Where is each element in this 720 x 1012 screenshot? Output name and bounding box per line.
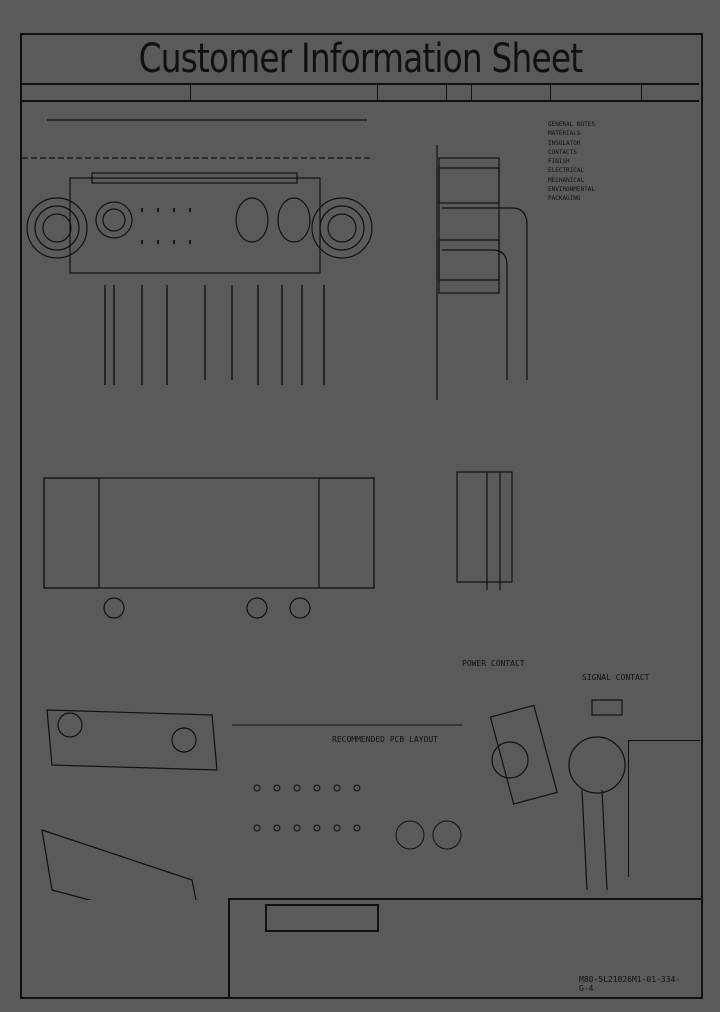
company-logo	[265, 904, 379, 932]
page-title: Customer Information Sheet	[138, 36, 583, 82]
note-line: ELECTRICAL	[548, 167, 585, 175]
pcb-layout-label: RECOMMENDED PCB LAYOUT	[332, 735, 438, 744]
connector-body-front	[69, 177, 321, 274]
info-cell	[642, 83, 699, 100]
title-bar: Customer Information Sheet	[22, 35, 699, 85]
info-cell	[191, 83, 378, 100]
title-block	[228, 898, 701, 997]
info-cell	[22, 83, 191, 100]
note-line: MECHANICAL	[548, 176, 585, 184]
jackscrew-right	[311, 197, 373, 259]
revision-table	[628, 740, 700, 877]
jackscrew-left	[26, 197, 88, 259]
info-row	[22, 83, 699, 102]
note-line: PACKAGING	[548, 195, 581, 203]
note-line: FINISH	[548, 158, 570, 166]
note-line: MATERIALS	[548, 130, 581, 138]
note-line: ENVIRONMENTAL	[548, 186, 595, 194]
signal-contact-label: SIGNAL CONTACT	[582, 673, 650, 682]
notes-block: GENERAL NOTES MATERIALS INSULATOR CONTAC…	[548, 120, 698, 204]
info-cell	[447, 83, 472, 100]
drawing-sheet	[20, 33, 703, 999]
note-line: INSULATOR	[548, 139, 581, 147]
part-number: M80-5L21026M1-01-334-G-4	[579, 975, 681, 993]
info-cell	[551, 83, 642, 100]
note-line: CONTACTS	[548, 148, 577, 156]
note-line: GENERAL NOTES	[548, 121, 595, 128]
power-contact-label: POWER CONTACT	[462, 659, 525, 668]
info-cell	[378, 83, 447, 100]
info-cell	[472, 83, 551, 100]
technical-drawing: RECOMMENDED PCB LAYOUT POWER CONTACT SIG…	[22, 119, 650, 900]
